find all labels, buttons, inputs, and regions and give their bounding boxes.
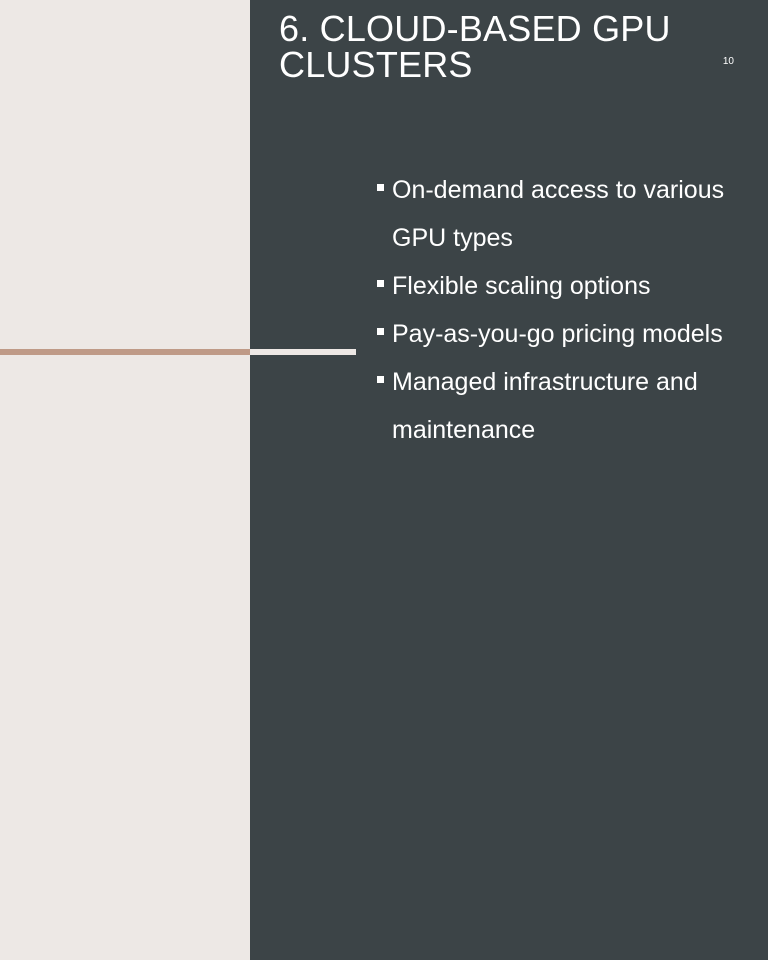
bullet-text: Pay-as-you-go pricing models [392,320,723,348]
left-panel [0,0,250,960]
square-bullet-icon [377,376,384,383]
square-bullet-icon [377,280,384,287]
bullet-item: Flexible scaling options [374,262,734,310]
bullet-item: Managed infrastructure and maintenance [374,358,734,454]
bullet-text: On-demand access to various GPU types [392,176,725,252]
right-content-panel [250,0,768,960]
square-bullet-icon [377,184,384,191]
page-number: 10 [722,56,734,67]
square-bullet-icon [377,328,384,335]
bullet-item: Pay-as-you-go pricing models [374,310,734,358]
bullet-text: Managed infrastructure and maintenance [392,368,698,444]
light-divider-line [250,349,356,355]
slide-title: 6. CLOUD-BASED GPU CLUSTERS [279,8,671,85]
accent-divider-line [0,349,250,355]
bullet-item: On-demand access to various GPU types [374,166,734,262]
bullet-text: Flexible scaling options [392,272,651,300]
bullet-list: On-demand access to various GPU types Fl… [374,166,734,454]
